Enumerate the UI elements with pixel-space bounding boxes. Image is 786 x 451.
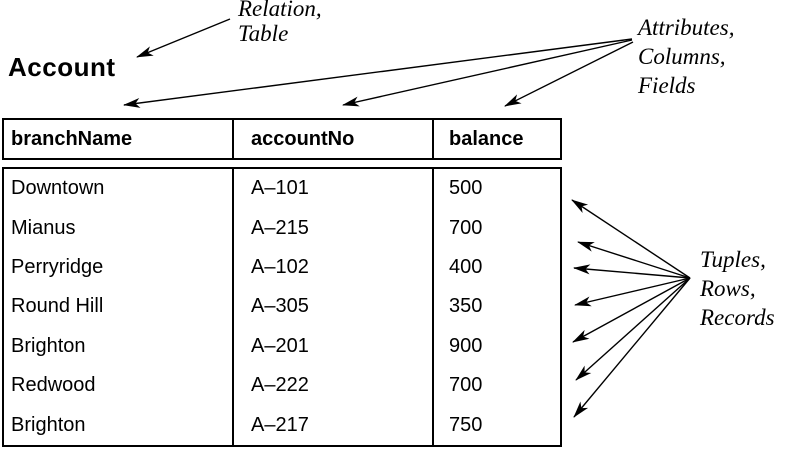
arrow-tuples-to-row-2 <box>577 241 691 279</box>
table-header-row: branchName accountNo balance <box>2 118 562 160</box>
arrow-attributes-to-col-branchname <box>123 38 633 108</box>
arrow-attributes-to-col-accountno <box>342 39 633 107</box>
cell-balance: 400 <box>432 247 560 288</box>
cell-balance: 900 <box>432 326 560 367</box>
table-row: Brighton A–201 900 <box>4 326 560 367</box>
cell-accountno: A–305 <box>232 287 432 327</box>
cell-branchname: Brighton <box>11 334 86 357</box>
cell-accountno: A–215 <box>232 208 432 248</box>
cell-accountno: A–201 <box>232 326 432 367</box>
arrow-tuples-to-row-7 <box>573 277 691 418</box>
arrow-tuples-to-row-4 <box>574 277 691 307</box>
header-branchname: branchName <box>11 127 133 150</box>
relation-label-line-2: Table <box>238 21 289 46</box>
attributes-label-line-3: Fields <box>638 73 696 98</box>
tuples-label-line-3: Records <box>700 305 775 330</box>
header-balance: balance <box>432 120 560 158</box>
attributes-label-line-2: Columns, <box>638 44 726 69</box>
cell-balance: 350 <box>432 287 560 327</box>
arrow-tuples-to-row-3 <box>573 264 691 279</box>
cell-accountno: A–217 <box>232 405 432 445</box>
tuples-rows-records-label: Tuples, Rows, Records <box>700 245 775 332</box>
cell-accountno: A–222 <box>232 366 432 406</box>
arrow-tuples-to-row-6 <box>575 277 691 381</box>
cell-branchname: Brighton <box>11 413 86 436</box>
attributes-label-line-1: Attributes, <box>638 15 735 40</box>
relation-table-label: Relation, Table <box>238 0 322 46</box>
table-row: Mianus A–215 700 <box>4 208 560 248</box>
table-row: Brighton A–217 750 <box>4 405 560 445</box>
cell-branchname: Downtown <box>11 177 105 200</box>
arrow-tuples-to-row-1 <box>571 199 691 279</box>
table-row: Redwood A–222 700 <box>4 366 560 406</box>
cell-balance: 750 <box>432 405 560 445</box>
attributes-columns-fields-label: Attributes, Columns, Fields <box>638 13 734 100</box>
cell-balance: 500 <box>432 169 560 209</box>
relation-label-line-1: Relation, <box>238 0 322 21</box>
tuples-label-line-2: Rows, <box>700 276 756 301</box>
arrow-relation-to-title <box>136 18 231 58</box>
cell-accountno: A–101 <box>232 169 432 209</box>
cell-accountno: A–102 <box>232 247 432 288</box>
table-row: Round Hill A–305 350 <box>4 287 560 327</box>
cell-branchname: Redwood <box>11 374 96 397</box>
relation-name-title: Account <box>8 52 116 82</box>
header-accountno: accountNo <box>232 120 432 158</box>
cell-branchname: Round Hill <box>11 295 104 318</box>
tuples-label-line-1: Tuples, <box>700 247 766 272</box>
cell-branchname: Perryridge <box>11 256 104 279</box>
table-row: Downtown A–101 500 <box>4 169 560 209</box>
table-body: Downtown A–101 500 Mianus A–215 700 Perr… <box>2 167 562 447</box>
cell-branchname: Mianus <box>11 216 76 239</box>
table-row: Perryridge A–102 400 <box>4 247 560 288</box>
arrow-tuples-to-row-5 <box>572 277 691 343</box>
cell-balance: 700 <box>432 208 560 248</box>
cell-balance: 700 <box>432 366 560 406</box>
arrow-attributes-to-col-balance <box>504 41 634 107</box>
